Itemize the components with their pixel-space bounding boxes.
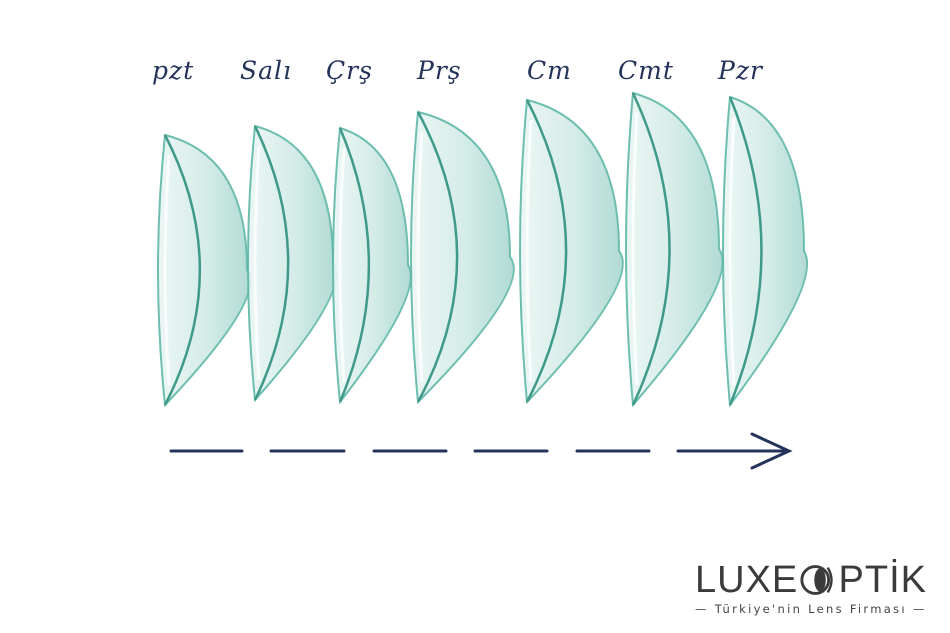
contact-lens (247, 124, 338, 403)
luxe-optik-logo: LUXE PTİK — Türkiye'nin Lens Firması — (695, 560, 927, 616)
contact-lens (722, 95, 809, 408)
contact-lens (519, 98, 624, 405)
day-label-thursday: Prş (417, 56, 462, 85)
contact-lens (157, 133, 252, 408)
timeline-arrow (169, 432, 793, 470)
day-label-friday: Cm (527, 56, 572, 85)
logo-tagline: — Türkiye'nin Lens Firması — (695, 602, 927, 616)
contact-lens (625, 91, 724, 408)
day-label-wednesday: Çrş (326, 56, 373, 85)
logo-text-left: LUXE (695, 559, 799, 601)
contact-lens (332, 126, 412, 405)
logo-text-right: PTİK (838, 559, 927, 601)
day-label-tuesday: Salı (240, 56, 293, 85)
day-label-saturday: Cmt (618, 56, 674, 85)
day-label-monday: pzt (152, 56, 195, 85)
contact-lens (410, 110, 515, 405)
day-label-sunday: Pzr (718, 56, 763, 85)
eye-lens-icon (800, 565, 833, 595)
